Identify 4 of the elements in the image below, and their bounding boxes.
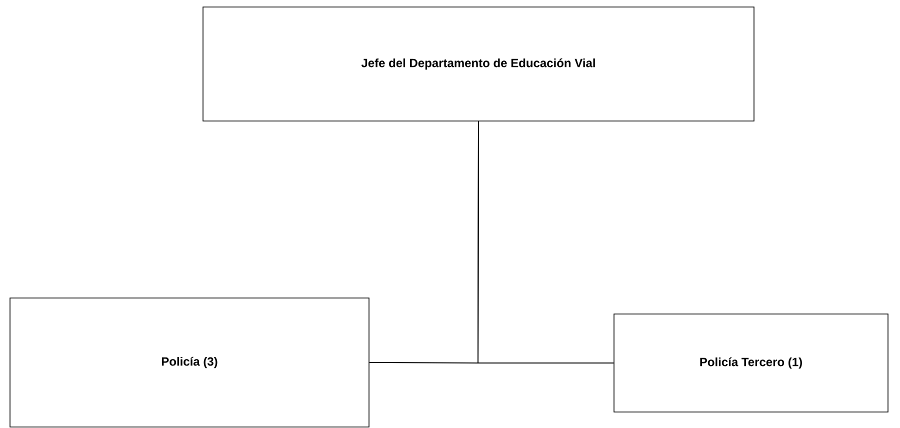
org-box: Jefe del Departamento de Educación Vial xyxy=(202,6,754,122)
org-box: Policía Tercero (1) xyxy=(614,314,888,412)
org-box: Policía (3) xyxy=(10,298,370,428)
connector-line xyxy=(478,120,614,364)
